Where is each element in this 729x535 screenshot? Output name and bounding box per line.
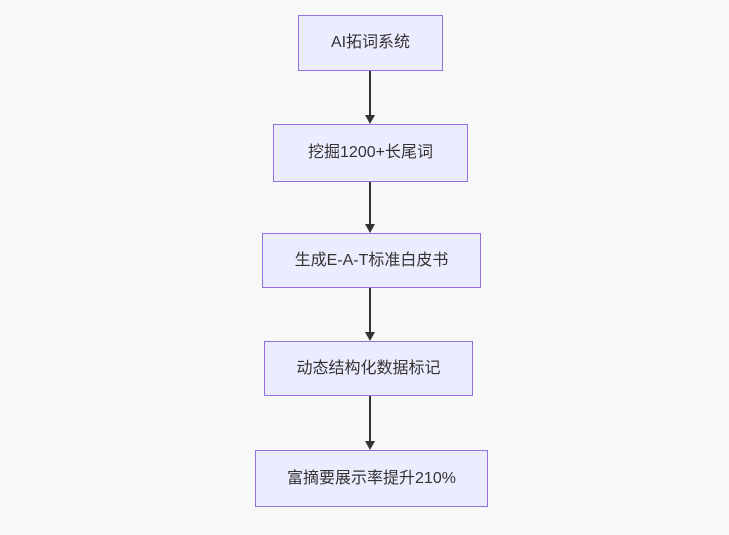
flow-edge-1 (365, 71, 375, 124)
flow-node-ai-keyword-system: AI拓词系统 (298, 15, 443, 71)
flow-edge-2 (365, 182, 375, 233)
flow-node-rich-snippet-uplift: 富摘要展示率提升210% (255, 450, 488, 507)
arrowhead-down-icon (365, 115, 375, 124)
arrow-line (369, 288, 371, 332)
arrowhead-down-icon (365, 224, 375, 233)
flow-edge-4 (365, 396, 375, 450)
flow-node-generate-eat-whitepaper: 生成E-A-T标准白皮书 (262, 233, 481, 288)
arrowhead-down-icon (365, 441, 375, 450)
arrow-line (369, 396, 371, 441)
arrow-line (369, 182, 371, 224)
flow-node-dynamic-structured-data: 动态结构化数据标记 (264, 341, 473, 396)
flow-node-mine-longtail-keywords: 挖掘1200+长尾词 (273, 124, 468, 182)
flow-edge-3 (365, 288, 375, 341)
arrowhead-down-icon (365, 332, 375, 341)
arrow-line (369, 71, 371, 115)
